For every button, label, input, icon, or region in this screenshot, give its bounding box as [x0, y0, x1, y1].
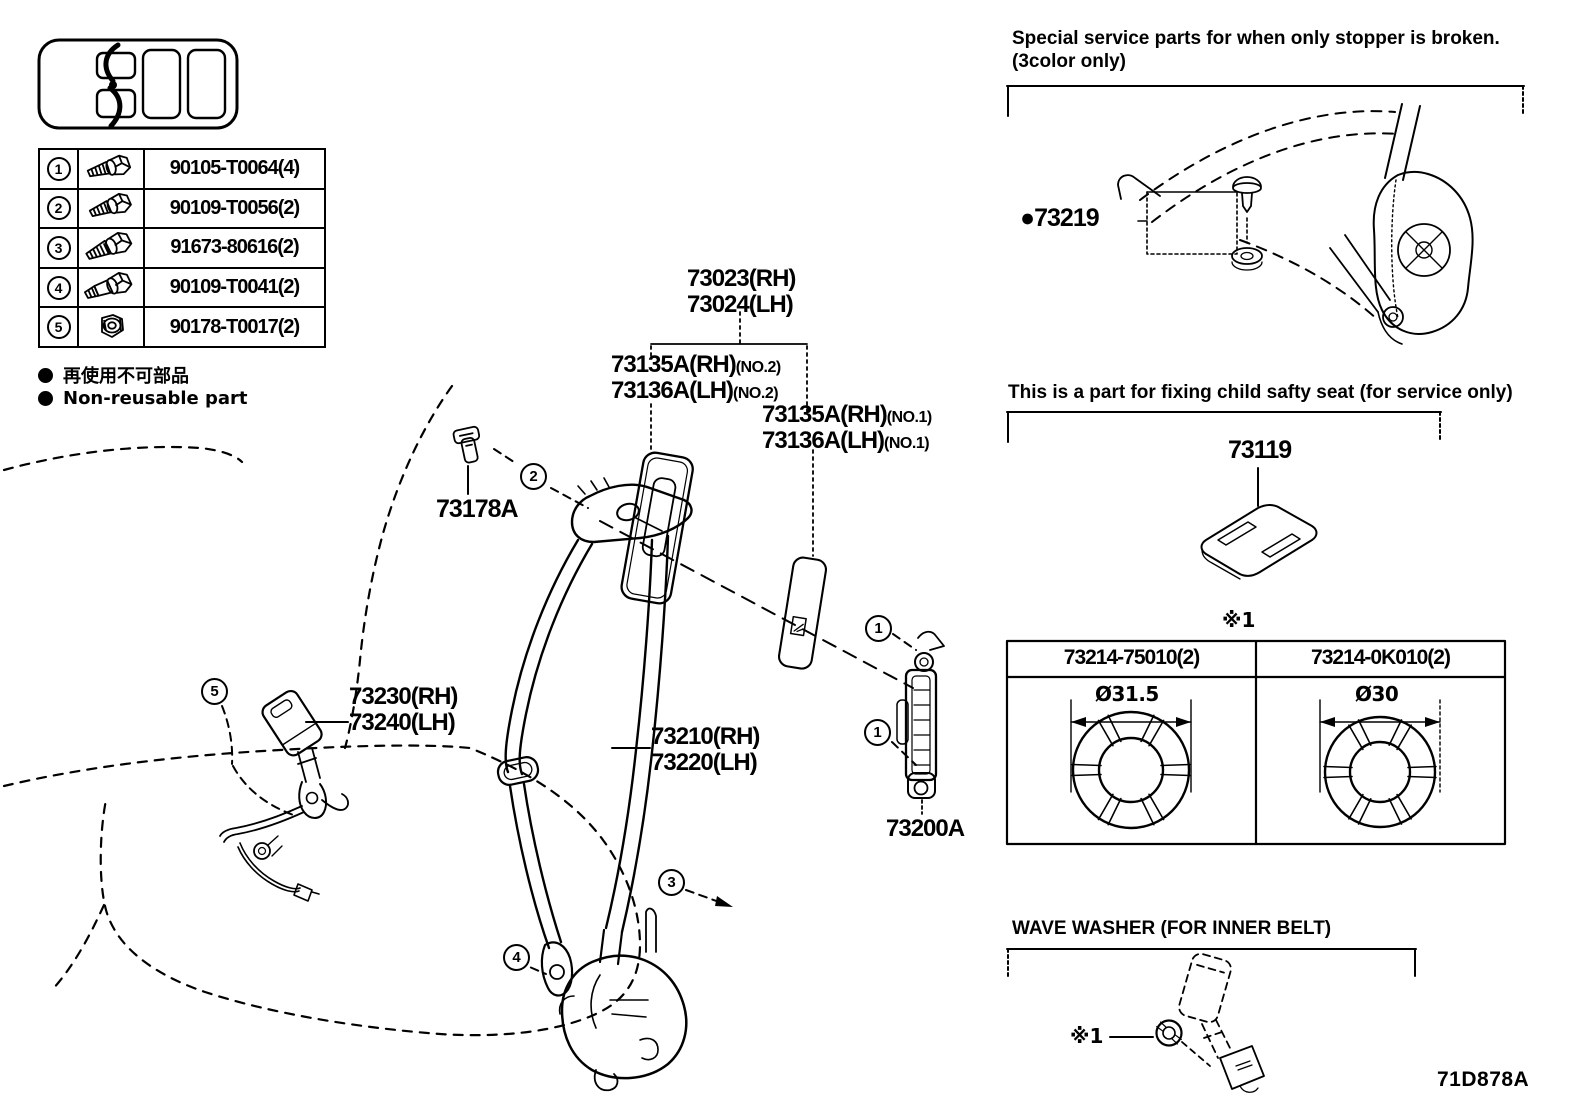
special-section-title-line2: (3color only) — [1012, 51, 1127, 72]
fastener-part-number: 90109-T0056(2) — [169, 196, 300, 219]
car-top-view-icon — [37, 38, 239, 130]
washer-table-borders — [1005, 639, 1507, 846]
washer-col-1-diameter: Ø31.5 — [1095, 682, 1159, 706]
label-buckle-rh: 73230(RH) — [349, 683, 458, 710]
fastener-table: 1 90105-T0064(4) 2 90109-T0056(2) 3 9167… — [38, 148, 326, 348]
washer-31-art — [1070, 699, 1192, 830]
fastener-part-number: 90178-T0017(2) — [169, 315, 300, 338]
drawing-code: 71D878A — [1437, 1068, 1530, 1091]
label-cover-no1-rh: 73135A(RH) — [762, 401, 888, 428]
label-buckle: 73230(RH) 73240(LH) — [349, 683, 458, 736]
fastener-row: 4 90109-T0041(2) — [40, 268, 324, 309]
callout-badge: 2 — [46, 196, 71, 221]
clip-art — [452, 425, 481, 464]
label-cover-no2-lh: 73136A(LH) — [611, 377, 734, 404]
retractor-art — [558, 907, 688, 1092]
child-seat-plate-art — [1200, 504, 1318, 580]
label-stopper: ●73219 — [1020, 204, 1100, 233]
label-cover-no1: 73135A(RH)(NO.1) 73136A(LH)(NO.1) — [762, 402, 932, 454]
label-cover-no2-note: (NO.2) — [733, 385, 779, 402]
callout-4: 4 — [503, 944, 530, 971]
legend-non-reusable-jp: 再使用不可部品 — [38, 362, 189, 388]
special-section-title-line1: Special service parts for when only stop… — [1012, 28, 1500, 49]
washer-30-art — [1319, 699, 1441, 829]
label-outer-belt-lh: 73220(LH) — [651, 749, 758, 776]
label-belt-assy-rh: 73023(RH) — [687, 265, 796, 292]
label-outer-belt: 73210(RH) 73220(LH) — [651, 723, 760, 776]
legend-en-text: Non-reusable part — [63, 388, 248, 409]
washer-table-ref: ※1 — [1222, 608, 1256, 632]
child-seat-section-title: This is a part for fixing child safty se… — [1008, 382, 1513, 403]
callout-badge: 1 — [46, 156, 71, 181]
fastener-part-number: 90109-T0041(2) — [169, 276, 300, 299]
callout-badge: 4 — [46, 275, 71, 300]
fastener-row: 3 91673-80616(2) — [40, 229, 324, 269]
callout-1: 1 — [864, 719, 891, 746]
label-cover-no1-note: (NO.1) — [884, 435, 930, 452]
nut-icon — [101, 314, 124, 339]
fastener-row: 2 90109-T0056(2) — [40, 189, 324, 230]
callout-1: 1 — [865, 615, 892, 642]
washer-col-2-diameter: Ø30 — [1355, 682, 1399, 706]
shoulder-anchor-art — [570, 477, 693, 544]
fastener-row: 5 90178-T0017(2) — [40, 308, 324, 346]
label-outer-belt-rh: 73210(RH) — [651, 723, 760, 750]
non-reusable-bullet-icon — [38, 367, 53, 383]
trim-cover-no1-art — [777, 556, 828, 670]
wave-washer-art — [1109, 952, 1265, 1093]
stopper-service-art — [1117, 103, 1474, 345]
label-belt-assy-lh: 73024(LH) — [687, 291, 794, 318]
trim-cover-no2-art — [620, 451, 694, 605]
label-cover-no1-lh: 73136A(LH) — [762, 427, 885, 454]
callout-2: 2 — [520, 463, 547, 490]
wave-washer-section-title: WAVE WASHER (FOR INNER BELT) — [1012, 918, 1332, 939]
legend-jp-text: 再使用不可部品 — [63, 366, 189, 387]
label-cover-no2-rh: 73135A(RH) — [611, 351, 737, 378]
washer-col-1-part: 73214-75010(2) — [1063, 646, 1200, 669]
label-child-seat-part: 73119 — [1228, 436, 1292, 464]
adjuster-art — [896, 630, 945, 815]
callout-5: 5 — [201, 678, 228, 705]
washer-col-2-part: 73214-0K010(2) — [1311, 646, 1451, 669]
fastener-part-number: 91673-80616(2) — [170, 236, 299, 259]
inner-buckle-art — [219, 689, 349, 902]
callout-badge: 3 — [46, 235, 71, 260]
fastener-row: 1 90105-T0064(4) — [40, 150, 324, 190]
wave-washer-ref: ※1 — [1070, 1024, 1104, 1048]
label-adjuster: 73200A — [886, 815, 965, 842]
bolt-icon — [86, 154, 132, 177]
bolt-icon — [88, 193, 132, 218]
legend-non-reusable-en: Non-reusable part — [38, 388, 248, 409]
label-cover-no2: 73135A(RH)(NO.2) 73136A(LH)(NO.2) — [611, 352, 781, 404]
bolt-icon — [85, 231, 133, 260]
label-cover-no1-note: (NO.1) — [886, 409, 933, 426]
label-buckle-lh: 73240(LH) — [349, 709, 456, 736]
bolt-icon — [83, 271, 133, 299]
non-reusable-bullet-icon — [38, 391, 53, 406]
non-reusable-bullet-icon: ● — [1020, 204, 1035, 232]
fastener-part-number: 90105-T0064(4) — [169, 157, 300, 180]
label-belt-assy: 73023(RH) 73024(LH) — [687, 265, 796, 318]
label-clip: 73178A — [436, 495, 519, 523]
label-cover-no2-note: (NO.2) — [735, 359, 782, 376]
callout-badge: 5 — [46, 315, 71, 340]
label-stopper-part: 73219 — [1034, 204, 1100, 232]
callout-3: 3 — [658, 869, 685, 896]
